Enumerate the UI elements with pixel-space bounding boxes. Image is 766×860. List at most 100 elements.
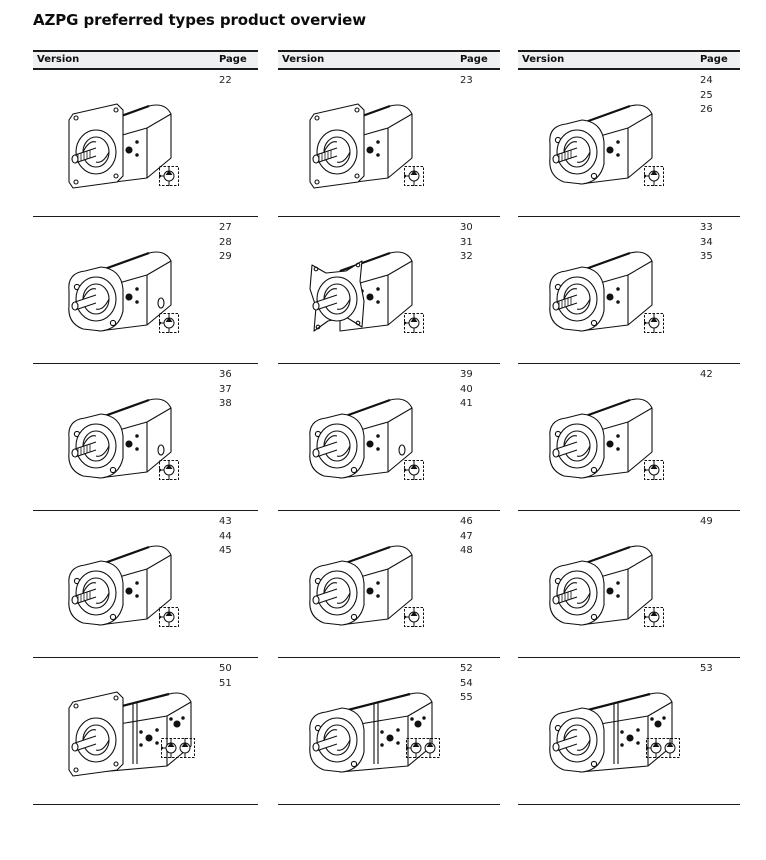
page-link[interactable]: 52 [460, 663, 473, 674]
version-column-header: Version [282, 54, 325, 65]
pump-drawing-oval-flange-plain-shaft [302, 525, 442, 635]
page-link[interactable]: 36 [219, 369, 232, 380]
page-link[interactable]: 49 [700, 516, 713, 527]
pump-drawing-oval-flange-spline [542, 525, 682, 635]
page-link[interactable]: 51 [219, 677, 232, 689]
page-link[interactable]: 24 [700, 75, 713, 86]
pump-drawing-oval-flange-plain-shaft-side-port [302, 378, 442, 488]
pump-drawing-square-flange-tandem [61, 672, 201, 782]
single-pump-icon [644, 313, 664, 333]
page-link[interactable]: 33 [700, 222, 713, 233]
page-link[interactable]: 40 [460, 383, 473, 395]
page-link[interactable]: 54 [460, 677, 473, 689]
single-pump-icon [644, 460, 664, 480]
page-link[interactable]: 45 [219, 545, 232, 556]
page-references: 42 [700, 368, 713, 383]
page-references: 30 31 32 [460, 221, 473, 265]
page-references: 39 40 41 [460, 368, 473, 412]
pump-drawing-oval-flange-plain-shaft [542, 378, 682, 488]
page-references: 33 34 35 [700, 221, 713, 265]
page-link[interactable]: 47 [460, 530, 473, 542]
table-row: 22 [33, 70, 258, 217]
product-table-column-3: Version Page 24 25 26 33 34 35 42 49 53 [518, 50, 740, 805]
page-link[interactable]: 34 [700, 236, 713, 248]
table-row: 53 [518, 658, 740, 805]
table-row: 27 28 29 [33, 217, 258, 364]
page-link[interactable]: 44 [219, 530, 232, 542]
table-row: 43 44 45 [33, 511, 258, 658]
page-link[interactable]: 23 [460, 75, 473, 86]
pump-drawing-oval-flange-spline-side-port [61, 378, 201, 488]
pump-drawing-oval-flange-tandem [302, 672, 442, 782]
pump-drawing-square-flange-spline-compact [302, 84, 442, 194]
page-link[interactable]: 22 [219, 75, 232, 86]
single-pump-icon [644, 607, 664, 627]
table-row: 33 34 35 [518, 217, 740, 364]
page-link[interactable]: 31 [460, 236, 473, 248]
version-column-header: Version [37, 54, 80, 65]
page-link[interactable]: 26 [700, 104, 713, 115]
single-pump-icon [159, 607, 179, 627]
version-column-header: Version [522, 54, 565, 65]
pump-drawing-four-hole-flange-plain-shaft [302, 231, 442, 341]
page-link[interactable]: 53 [700, 663, 713, 674]
page-column-header: Page [700, 54, 728, 65]
page-link[interactable]: 46 [460, 516, 473, 527]
page-references: 36 37 38 [219, 368, 232, 412]
page-link[interactable]: 50 [219, 663, 232, 674]
table-row: 49 [518, 511, 740, 658]
page-references: 23 [460, 74, 473, 89]
single-pump-icon [159, 460, 179, 480]
page-link[interactable]: 41 [460, 398, 473, 409]
page-link[interactable]: 30 [460, 222, 473, 233]
page-references: 49 [700, 515, 713, 530]
page-link[interactable]: 39 [460, 369, 473, 380]
pump-drawing-oval-flange-tandem [542, 672, 682, 782]
single-pump-icon [159, 313, 179, 333]
page-link[interactable]: 38 [219, 398, 232, 409]
single-pump-icon [159, 166, 179, 186]
double-pump-icon [646, 738, 680, 758]
pump-drawing-oval-flange-plain-shaft-side-port [61, 231, 201, 341]
page-references: 22 [219, 74, 232, 89]
single-pump-icon [404, 460, 424, 480]
table-row: 39 40 41 [278, 364, 500, 511]
double-pump-icon [406, 738, 440, 758]
page-link[interactable]: 32 [460, 251, 473, 262]
double-pump-icon [161, 738, 195, 758]
page-link[interactable]: 29 [219, 251, 232, 262]
page-link[interactable]: 48 [460, 545, 473, 556]
table-row: 46 47 48 [278, 511, 500, 658]
page-references: 52 54 55 [460, 662, 473, 706]
table-row: 24 25 26 [518, 70, 740, 217]
table-header: Version Page [278, 50, 500, 70]
page-title: AZPG preferred types product overview [33, 11, 367, 29]
page-link[interactable]: 35 [700, 251, 713, 262]
page-link[interactable]: 27 [219, 222, 232, 233]
page-column-header: Page [460, 54, 488, 65]
product-table-column-2: Version Page 23 30 31 32 39 40 41 46 47 48 52 54 55 [278, 50, 500, 805]
page-link[interactable]: 37 [219, 383, 232, 395]
pump-drawing-oval-flange-spline [542, 231, 682, 341]
page-link[interactable]: 25 [700, 89, 713, 101]
single-pump-icon [404, 607, 424, 627]
page-link[interactable]: 42 [700, 369, 713, 380]
table-row: 23 [278, 70, 500, 217]
page-references: 53 [700, 662, 713, 677]
page-references: 43 44 45 [219, 515, 232, 559]
page-references: 24 25 26 [700, 74, 713, 118]
single-pump-icon [404, 166, 424, 186]
page-references: 46 47 48 [460, 515, 473, 559]
page-link[interactable]: 55 [460, 692, 473, 703]
table-row: 42 [518, 364, 740, 511]
page-link[interactable]: 28 [219, 236, 232, 248]
single-pump-icon [404, 313, 424, 333]
page-link[interactable]: 43 [219, 516, 232, 527]
pump-drawing-oval-flange-spline [61, 525, 201, 635]
table-row: 52 54 55 [278, 658, 500, 805]
pump-drawing-square-flange-spline [61, 84, 201, 194]
